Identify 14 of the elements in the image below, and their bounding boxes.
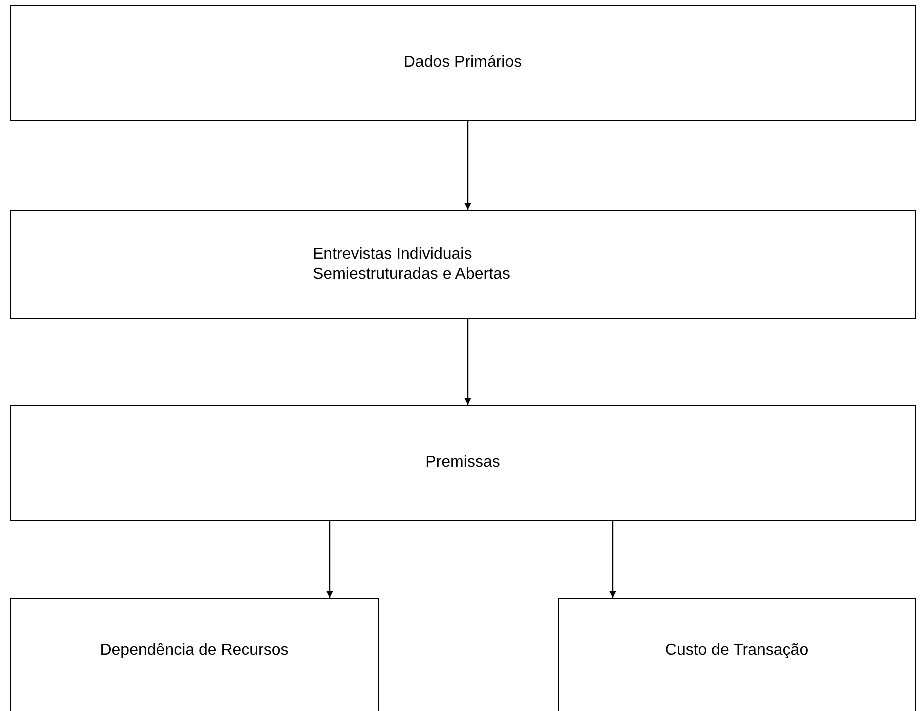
arrow — [326, 521, 334, 598]
box-label: Entrevistas Individuais Semiestruturadas e Abertas — [313, 244, 512, 284]
process-box — [10, 210, 916, 319]
arrow — [464, 319, 472, 405]
box-label: Dependência de Recursos — [100, 641, 289, 661]
arrow — [464, 121, 472, 210]
process-box — [10, 598, 379, 711]
process-box — [558, 598, 916, 711]
box-label: Custo de Transação — [665, 641, 809, 661]
arrow — [609, 521, 617, 598]
box-label: Dados Primários — [404, 53, 522, 73]
process-box — [10, 5, 916, 121]
process-box — [10, 405, 916, 521]
box-label: Premissas — [426, 453, 500, 473]
